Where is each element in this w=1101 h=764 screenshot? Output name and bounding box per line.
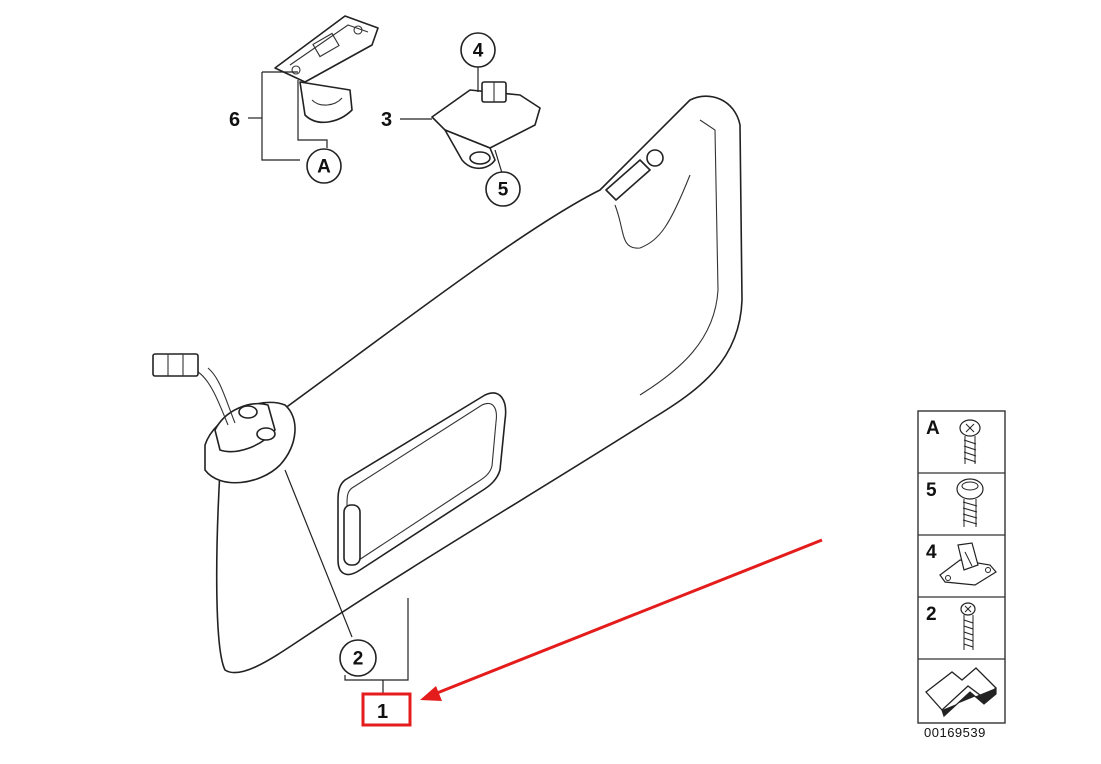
key-row-4-label: 4 (926, 542, 937, 563)
callout-5-label: 5 (498, 180, 509, 201)
key-row-a: A (926, 418, 981, 464)
callout-1: 1 (361, 692, 412, 727)
callout-4: 4 (460, 32, 496, 68)
screw-icon (956, 478, 984, 527)
callout-a: A (306, 148, 342, 184)
clip-icon (939, 542, 997, 586)
callout-1-highlight-box (361, 692, 412, 727)
key-row-a-label: A (926, 418, 940, 439)
callout-2: 2 (339, 639, 377, 677)
visor-clip-bracket (274, 15, 379, 124)
key-row-5: 5 (926, 478, 984, 527)
callout-2-label: 2 (353, 649, 364, 670)
red-arrow (420, 538, 823, 701)
key-row-2: 2 (926, 602, 976, 650)
callout-4-label: 4 (473, 41, 484, 62)
key-row-2-label: 2 (926, 604, 937, 625)
callout-6: 6 (229, 109, 240, 131)
callout-3: 3 (381, 109, 392, 131)
callout-5: 5 (485, 171, 521, 207)
screw-icon (959, 419, 981, 464)
key-row-5-label: 5 (926, 480, 937, 501)
screw-icon (960, 602, 976, 650)
visor-mount-clip (431, 81, 541, 170)
leader-lines (248, 67, 503, 694)
callout-1-label: 1 (377, 701, 388, 723)
key-row-4: 4 (926, 542, 997, 586)
arrow-icon (925, 667, 997, 718)
parts-key-panel: A 5 4 (917, 410, 1006, 724)
diagram-number: 00169539 (924, 725, 986, 740)
sun-visor (152, 95, 743, 674)
callout-a-label: A (317, 157, 331, 178)
